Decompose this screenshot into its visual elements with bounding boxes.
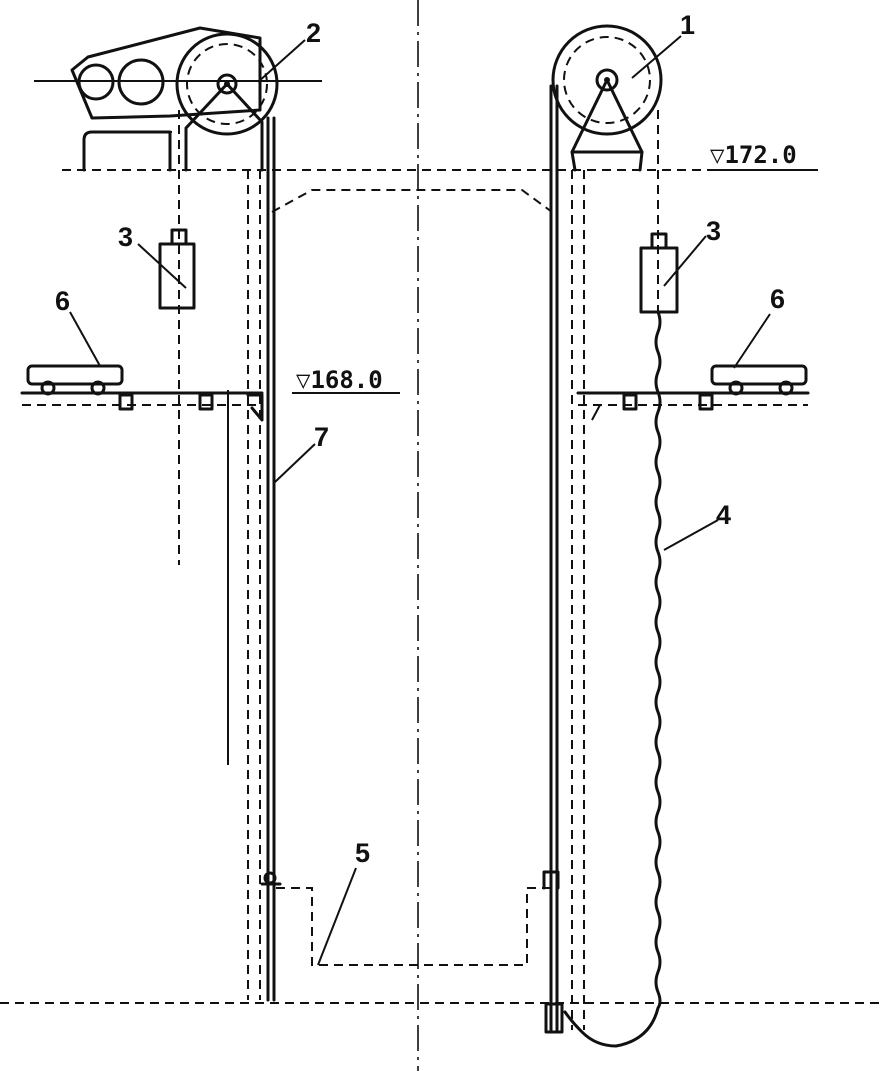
hoist-machine-left (34, 26, 322, 172)
label-6-right: 6 (770, 284, 785, 314)
label-2: 2 (306, 18, 321, 48)
elevation-top: ▽172.0 (710, 141, 797, 169)
bottom-frame (260, 870, 560, 966)
leaders (69, 35, 818, 966)
chain (563, 310, 662, 1048)
hoist-drum-left (175, 32, 279, 136)
label-4: 4 (716, 500, 731, 530)
platform-left (20, 364, 264, 422)
trolley-left (26, 364, 124, 386)
platform-right (576, 364, 810, 421)
label-3-left: 3 (118, 222, 133, 252)
label-5: 5 (355, 838, 370, 868)
hoist-machine-right (551, 24, 663, 172)
weight-left (158, 110, 196, 565)
label-3-right: 3 (706, 216, 721, 246)
label-7: 7 (314, 422, 329, 452)
left-rope (227, 116, 276, 1002)
label-1: 1 (680, 10, 695, 40)
label-6-left: 6 (55, 286, 70, 316)
right-rope (544, 84, 585, 1034)
trolley-right (710, 364, 808, 386)
rope-anchor-bottom (544, 1002, 564, 1034)
crossbeam-dashed (271, 189, 553, 213)
elevation-platform: ▽168.0 (296, 366, 383, 394)
hoist-drum-right (551, 24, 663, 136)
weight-right (639, 110, 679, 315)
